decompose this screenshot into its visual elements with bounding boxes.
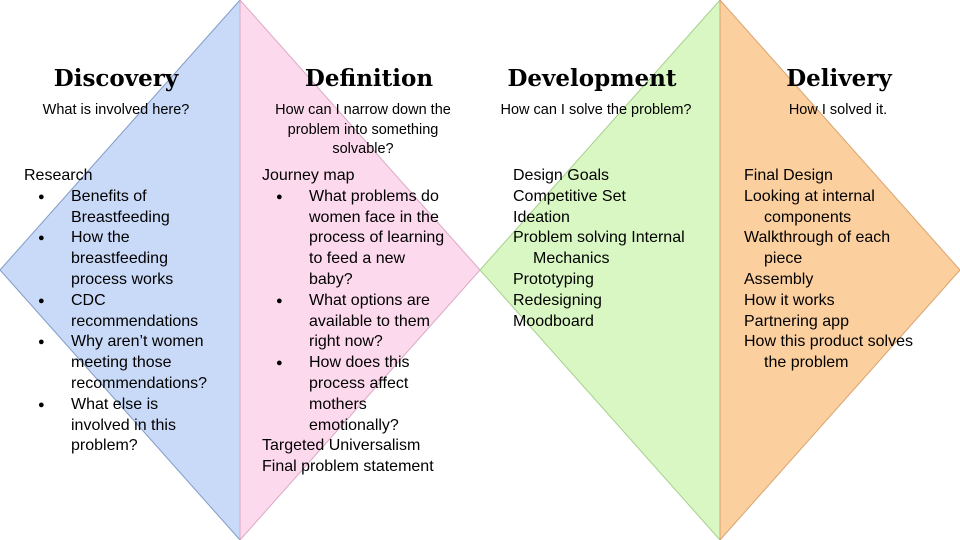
list-item-line: process of learning	[309, 229, 445, 247]
list-item: Targeted Universalism	[262, 437, 421, 455]
list-item-line: Problem solving Internal	[513, 229, 685, 247]
list-item-line: breastfeeding	[71, 250, 168, 268]
list-item: Looking at internal components	[744, 187, 950, 229]
list-item-line: Breastfeeding	[71, 208, 170, 226]
list-item: How it works	[744, 291, 835, 309]
list-item-line: What options are	[309, 291, 430, 309]
list-item-line: Benefits of	[71, 187, 147, 205]
list-item-line: the problem	[764, 354, 849, 372]
development-list: Design Goals Competitive Set Ideation Pr…	[513, 166, 718, 332]
list-item: Final problem statement	[262, 458, 434, 476]
list-item-line: components	[764, 208, 852, 226]
list-item-line: How this product solves	[744, 333, 913, 351]
list-item: Walkthrough of each piece	[744, 228, 950, 270]
delivery-subtitle: How I solved it.	[788, 102, 888, 118]
list-item-line: available to them	[309, 312, 430, 330]
list-item-line: How does this	[309, 354, 410, 372]
list-item-line: How the	[71, 229, 130, 247]
delivery-triangle	[719, 0, 960, 540]
delivery-list: Final Design Looking at internal compone…	[744, 166, 950, 374]
list-item: What options are available to them right…	[262, 291, 476, 353]
list-item: Partnering app	[744, 312, 849, 330]
list-item-line: Looking at internal	[744, 187, 875, 205]
list-item: Ideation	[513, 208, 570, 226]
list-item-line: Why aren’t women	[71, 333, 204, 351]
list-item-line: process affect	[309, 374, 409, 392]
list-item: Competitive Set	[513, 187, 626, 205]
list-item: Problem solving Internal Mechanics	[513, 228, 718, 270]
list-item-line: problem?	[71, 437, 138, 455]
list-item: CDC recommendations	[24, 291, 238, 333]
discovery-list: Research Benefits of Breastfeeding How t…	[24, 166, 238, 457]
discovery-subtitle: What is involved here?	[42, 102, 190, 118]
list-item-line: mothers	[309, 395, 367, 413]
definition-subtitle: How can I narrow down the problem into s…	[258, 101, 468, 160]
list-item: Prototyping	[513, 270, 594, 288]
list-item: Assembly	[744, 270, 814, 288]
list-item: What problems do women face in the proce…	[262, 187, 476, 291]
journey-map-heading: Journey map	[262, 167, 355, 184]
development-title: Development	[507, 65, 677, 92]
list-item: What else is involved in this problem?	[24, 395, 238, 457]
list-item: Benefits of Breastfeeding	[24, 187, 238, 229]
list-item-line: to feed a new	[309, 250, 406, 268]
delivery-title: Delivery	[786, 65, 892, 92]
list-item-line: What problems do	[309, 187, 439, 205]
list-item-line: baby?	[309, 270, 353, 288]
list-item: Why aren’t women meeting those recommend…	[24, 332, 238, 394]
list-item-line: emotionally?	[309, 416, 399, 434]
list-item-line: right now?	[309, 333, 383, 351]
definition-title: Definition	[304, 65, 434, 92]
definition-subtitle-line: problem into something	[287, 121, 439, 138]
definition-subtitle-line: solvable?	[332, 141, 394, 157]
list-item: Final Design	[744, 167, 833, 184]
definition-subtitle-line: How can I narrow down the	[275, 102, 451, 118]
list-item-line: recommendations	[71, 312, 199, 330]
list-item-line: meeting those	[71, 354, 172, 372]
list-item-line: Mechanics	[533, 250, 610, 268]
list-item: Moodboard	[513, 312, 594, 330]
list-item-line: process works	[71, 270, 174, 288]
list-item-line: recommendations?	[71, 374, 208, 392]
list-item: Redesigning	[513, 291, 602, 309]
list-item-line: women face in the	[309, 208, 439, 226]
list-item-line: Walkthrough of each	[744, 229, 891, 247]
research-heading: Research	[24, 167, 93, 184]
list-item: Design Goals	[513, 167, 610, 184]
list-item-line: piece	[764, 250, 803, 268]
list-item-line: involved in this	[71, 416, 176, 434]
development-subtitle: How can I solve the problem?	[500, 102, 692, 118]
list-item: How does this process affect mothers emo…	[262, 353, 476, 436]
discovery-title: Discovery	[53, 65, 179, 92]
definition-list: Journey map What problems do women face …	[262, 166, 476, 478]
list-item: How this product solves the problem	[744, 332, 950, 374]
list-item: How the breastfeeding process works	[24, 228, 238, 290]
list-item-line: CDC	[71, 291, 106, 309]
list-item-line: What else is	[71, 395, 159, 413]
